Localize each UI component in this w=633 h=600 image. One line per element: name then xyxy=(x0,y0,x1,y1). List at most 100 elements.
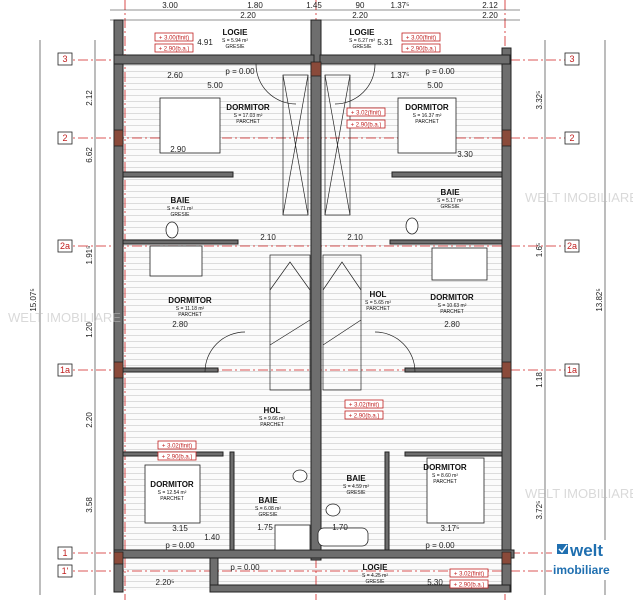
welt-logo-part: welt xyxy=(569,541,603,560)
axis-labels-left-part: 1' xyxy=(62,566,69,576)
inner-dimensions-part: 2.20⁵ xyxy=(156,578,175,587)
staircase-part xyxy=(282,74,309,216)
inner-dimensions-part: 5.00 xyxy=(207,81,223,90)
axis-labels-left-part xyxy=(57,131,73,145)
room-baie-4-part: BAIE xyxy=(346,474,366,483)
walls-part xyxy=(310,19,322,561)
inner-dimensions-part: 2.80 xyxy=(444,320,460,329)
room-hol-1-part: PARCHET xyxy=(366,306,390,312)
room-hol-1-part: S = 5.65 m² xyxy=(365,300,391,306)
inner-dimensions-part: 5.00 xyxy=(427,81,443,90)
door-swing-icon xyxy=(374,331,416,373)
checkmark-icon xyxy=(557,544,568,554)
walls-part xyxy=(404,451,503,457)
bed-icon xyxy=(426,457,485,524)
level-tags-part: p = 0.00 xyxy=(230,563,260,572)
level-tags-part xyxy=(346,119,386,129)
level-tags-part: p = 0.00 xyxy=(425,67,455,76)
room-baie-1-part: BAIE xyxy=(170,196,190,205)
inner-dimensions-part: 1.40 xyxy=(204,533,220,542)
room-logie-1-part: S = 5.94 m² xyxy=(222,38,248,44)
level-tags: + 3.00(finit) + 2.90(b.a.) + 3.00(finit)… xyxy=(154,32,489,589)
axis-labels-right-part: 1a xyxy=(567,365,577,375)
room-hol-2-part: HOL xyxy=(264,406,281,415)
side-dimensions-part: 3.32⁵ xyxy=(535,91,544,110)
level-tags-part xyxy=(344,399,384,409)
room-baie-2-part: GRESIE xyxy=(441,204,461,210)
inner-dimensions-part: 2.80 xyxy=(172,320,188,329)
axis-labels-left-part xyxy=(57,52,73,66)
level-tags-part: + 3.02(finit) xyxy=(349,403,379,409)
side-dimensions-part: 2.12 xyxy=(85,90,94,106)
staircase-part xyxy=(324,74,351,216)
side-dimensions-part: 15.07⁵ xyxy=(29,288,38,311)
level-tags-part: + 2.90(b.a.) xyxy=(454,583,485,589)
inner-dimensions-part: 3.15 xyxy=(172,524,188,533)
room-baie-1-part: GRESIE xyxy=(171,212,191,218)
walls-part xyxy=(113,54,315,65)
inner-dimensions-part: 1.70 xyxy=(332,523,348,532)
level-tags-part: + 3.00(finit) xyxy=(159,36,189,42)
inner-dimensions-part: 5.31 xyxy=(377,38,393,47)
walls-part xyxy=(319,54,511,65)
side-dimensions-part: 3.72⁵ xyxy=(535,501,544,520)
inner-dimensions-part: 3.30 xyxy=(457,150,473,159)
level-tags-part xyxy=(154,43,194,53)
walls-part xyxy=(501,129,512,147)
room-hol-2-part: PARCHET xyxy=(260,422,284,428)
walls-part xyxy=(389,239,503,245)
toilet-icon xyxy=(165,221,179,239)
top-dimensions-part: 1.37⁵ xyxy=(391,1,410,10)
room-logie-3-part: GRESIE xyxy=(366,579,386,585)
door-swing-icon xyxy=(204,331,246,373)
level-tags-part: p = 0.00 xyxy=(165,541,195,550)
level-tags-part xyxy=(157,440,197,450)
bathtub-icon xyxy=(317,527,369,547)
axis-labels-left-part: 2a xyxy=(60,241,70,251)
door-swing-icon xyxy=(334,63,376,105)
side-dimensions-part: 1.18 xyxy=(535,372,544,388)
axis-labels-left-part xyxy=(57,564,73,578)
level-tags-part xyxy=(346,107,386,117)
room-dormitor-4-part: S = 10.63 m² xyxy=(438,303,467,309)
walls-part xyxy=(122,367,219,373)
staircase-part xyxy=(282,74,351,216)
bed-icon xyxy=(149,245,203,277)
walls-part xyxy=(229,451,235,553)
room-logie-1-part: LOGIE xyxy=(223,28,249,37)
walls-part xyxy=(501,361,512,379)
room-dormitor-1-part: DORMITOR xyxy=(226,103,270,112)
room-dormitor-6-part: DORMITOR xyxy=(423,463,467,472)
inner-dimensions-part: 4.91 xyxy=(197,38,213,47)
toilet-icon xyxy=(325,503,341,517)
staircase xyxy=(269,74,362,391)
walls xyxy=(113,19,515,593)
room-dormitor-1-part: PARCHET xyxy=(236,119,260,125)
bed-icon xyxy=(159,97,221,154)
room-dormitor-2-part: DORMITOR xyxy=(405,103,449,112)
inner-dimensions-part: 1.37⁵ xyxy=(391,71,410,80)
top-dimensions-part: 3.00 xyxy=(162,1,178,10)
level-tags-part xyxy=(157,451,197,461)
axis-labels-left-part: 1 xyxy=(62,548,67,558)
walls-part xyxy=(113,19,124,593)
room-logie-3-part: LOGIE xyxy=(363,563,389,572)
top-dimensions-part: 2.20 xyxy=(482,11,498,20)
room-logie-3-part: S = 4.25 m² xyxy=(362,573,388,579)
top-dimensions-part: 90 xyxy=(356,1,365,10)
welt-logo: welt imobiliare xyxy=(552,540,633,580)
room-hol-1-part: HOL xyxy=(370,290,387,299)
room-baie-2-part: S = 5.17 m² xyxy=(437,198,463,204)
furniture xyxy=(144,63,488,551)
